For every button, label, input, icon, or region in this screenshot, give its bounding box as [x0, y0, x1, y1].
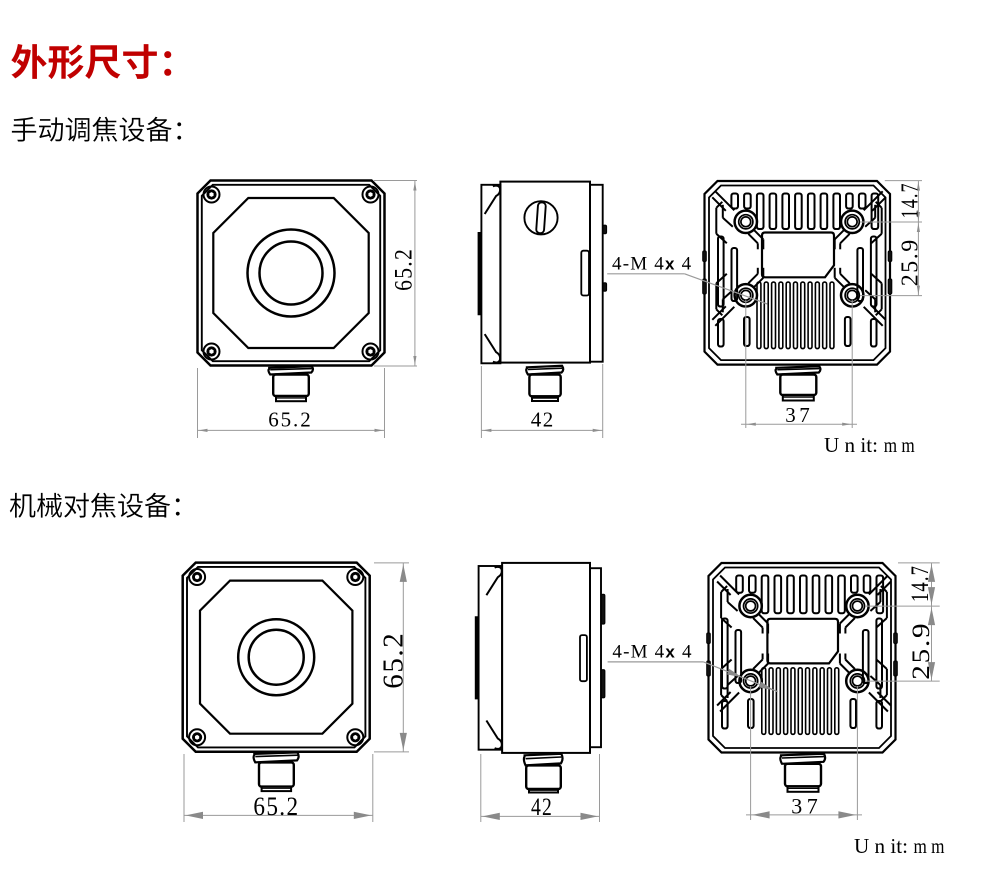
svg-text:42: 42 [531, 794, 553, 821]
svg-text:14.7: 14.7 [907, 565, 934, 602]
svg-text:65.2: 65.2 [378, 632, 409, 689]
svg-text:65.2: 65.2 [253, 792, 299, 821]
svg-text:U n it:: U n it: [854, 834, 908, 858]
svg-text:25.9: 25.9 [897, 238, 923, 286]
svg-text:65.2: 65.2 [391, 248, 418, 291]
svg-text:42: 42 [531, 407, 555, 431]
svg-text:U n it:: U n it: [824, 433, 878, 457]
svg-text:65.2: 65.2 [268, 407, 312, 431]
svg-text:m m: m m [914, 834, 945, 858]
svg-text:m m: m m [884, 433, 915, 457]
svg-text:4-M 4x 4: 4-M 4x 4 [612, 642, 692, 663]
svg-text:25.9: 25.9 [908, 622, 935, 680]
svg-text:14.7: 14.7 [897, 182, 923, 218]
svg-text:4-M 4x 4: 4-M 4x 4 [612, 253, 692, 274]
